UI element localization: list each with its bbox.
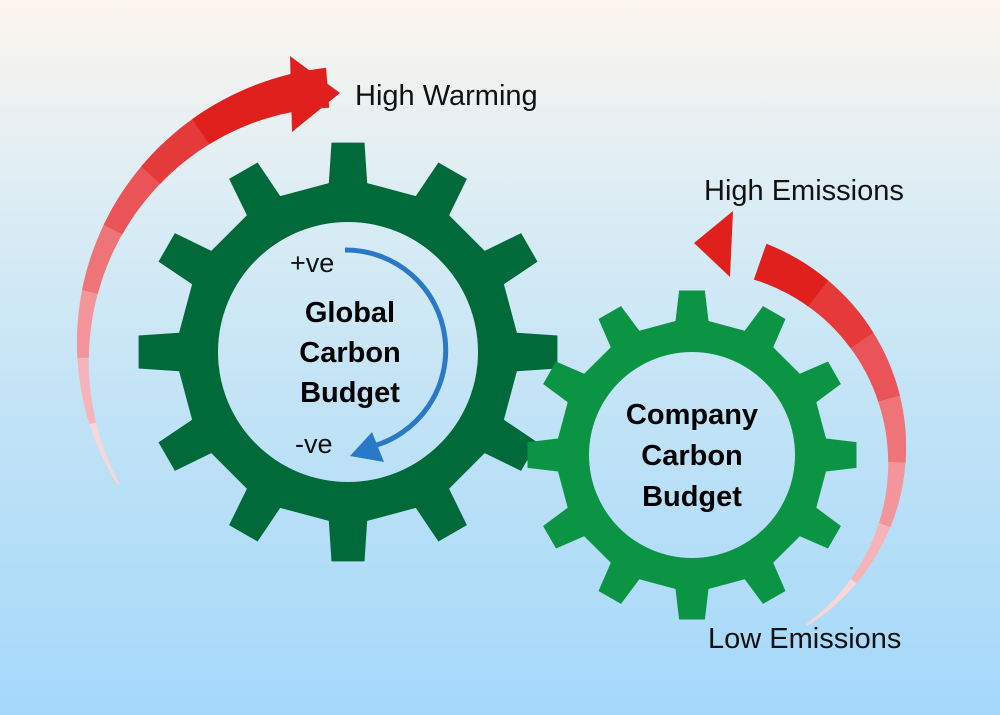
global-gear-title-line-3: Budget — [300, 377, 400, 409]
company-gear-title-line-1: Company — [626, 399, 758, 431]
high-emissions-label: High Emissions — [704, 175, 904, 207]
left-arc-segment — [103, 164, 162, 235]
right-arc-segment — [877, 393, 907, 463]
right-arc-segment — [806, 279, 874, 349]
red-arrowhead-icon — [694, 211, 733, 277]
right-arc-segment — [850, 521, 892, 584]
company-gear-title-line-3: Budget — [642, 481, 742, 513]
global-gear-title-line-1: Global — [305, 297, 395, 329]
blue-arrowhead-icon — [350, 432, 384, 462]
positive-label: +ve — [290, 248, 334, 278]
right-arc-segment — [878, 459, 906, 528]
company-carbon-budget-gear — [527, 290, 857, 620]
right-arc-segment — [753, 243, 829, 307]
left-arc-segment — [192, 84, 269, 145]
warming-gradient-arrow — [76, 56, 340, 485]
high-warming-label: High Warming — [355, 80, 538, 112]
positive-to-negative-arrow — [344, 247, 449, 450]
left-arc-segment — [77, 354, 96, 425]
right-arc-segment — [849, 330, 900, 402]
global-carbon-budget-gear — [138, 142, 558, 562]
left-arc-segment — [76, 287, 99, 358]
left-arc-segment — [141, 117, 212, 184]
low-emissions-label: Low Emissions — [708, 623, 901, 655]
company-gear-title-line-2: Carbon — [641, 440, 743, 472]
global-gear-title-line-2: Carbon — [299, 337, 401, 369]
emissions-gradient-arrow — [694, 211, 907, 626]
right-arc-segment — [806, 577, 858, 626]
negative-label: -ve — [295, 429, 333, 459]
left-arc-segment — [82, 222, 124, 294]
left-arc-segment — [88, 419, 120, 485]
red-arrowhead-icon — [290, 56, 340, 132]
